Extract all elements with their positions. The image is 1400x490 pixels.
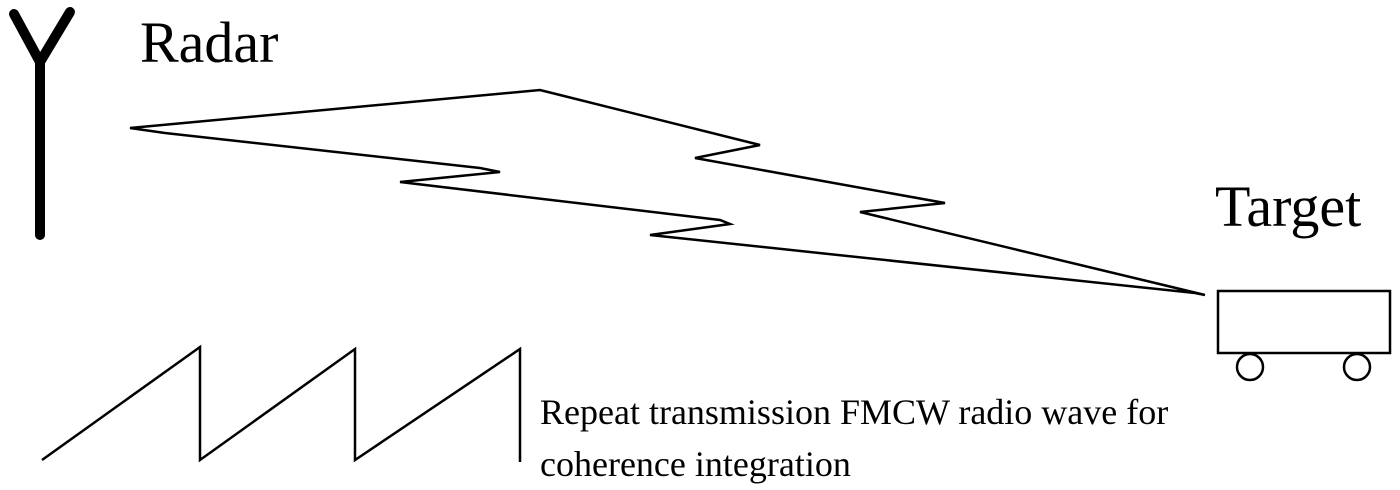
target-label: Target	[1215, 174, 1362, 239]
target-vehicle-icon	[1216, 289, 1392, 382]
antenna-icon	[9, 7, 75, 240]
lightning-signal-icon	[129, 88, 1206, 297]
caption-line-1: Repeat transmission FMCW radio wave for	[540, 392, 1169, 432]
caption-line-2: coherence integration	[540, 444, 851, 484]
radar-label: Radar	[140, 10, 279, 75]
sawtooth-waveform-icon	[41, 344, 522, 463]
caption: Repeat transmission FMCW radio wave for …	[540, 386, 1168, 490]
